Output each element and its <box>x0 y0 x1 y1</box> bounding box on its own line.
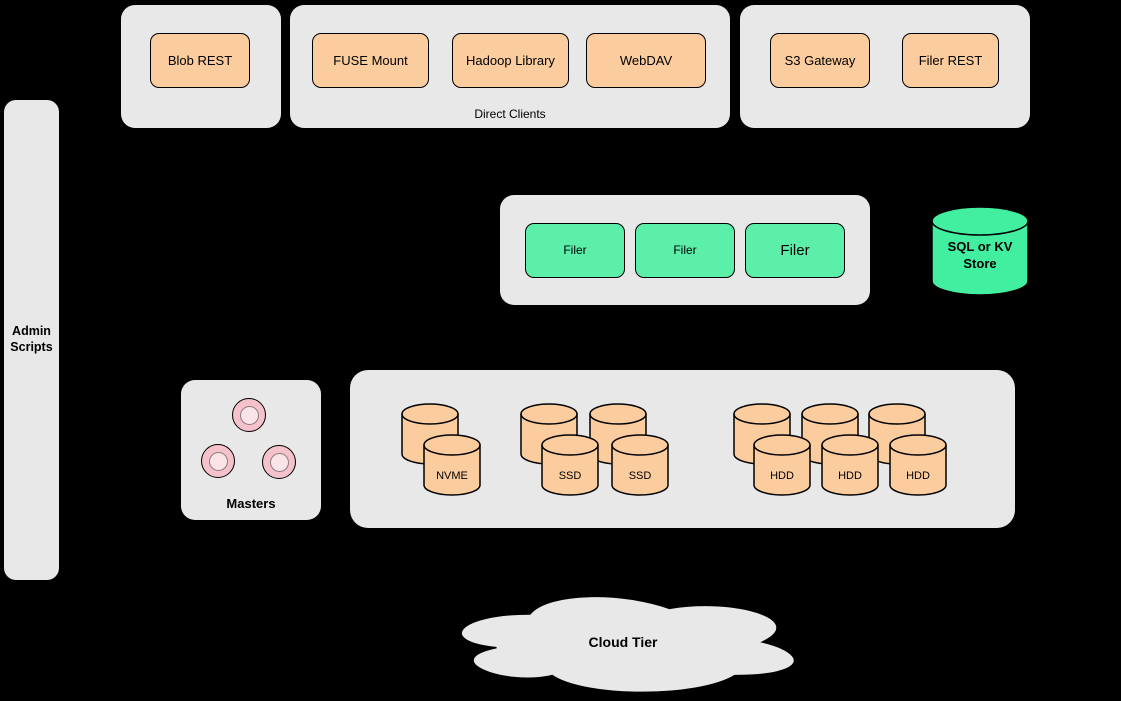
node-filer-1: Filer <box>525 223 625 278</box>
masters-group: Masters <box>181 380 321 520</box>
node-blob-rest: Blob REST <box>150 33 250 88</box>
direct-clients-caption: Direct Clients <box>474 107 546 121</box>
filer-group: Filer Filer Filer <box>500 195 870 305</box>
client-group-blob: Blob REST <box>121 5 281 128</box>
cloud-icon <box>460 595 796 694</box>
admin-scripts-bar: Admin Scripts <box>4 100 59 580</box>
hdd-label-1: HDD <box>770 470 794 482</box>
node-filer-rest: Filer REST <box>902 33 999 88</box>
hdd-cylinder-front-3: HDD <box>889 434 947 496</box>
nvme-label: NVME <box>436 470 468 482</box>
admin-scripts-label: Admin Scripts <box>10 324 53 354</box>
storage-group: NVME SSD SSD HDD <box>350 370 1015 528</box>
hdd-cylinder-front-2: HDD <box>821 434 879 496</box>
ssd-label-2: SSD <box>628 470 652 482</box>
cloud-tier-shape: Cloud Tier <box>437 586 809 698</box>
master-node-circle-2 <box>201 444 235 478</box>
cylinder-shape <box>931 206 1029 296</box>
node-filer-3: Filer <box>745 223 845 278</box>
hdd-label-2: HDD <box>838 470 862 482</box>
master-node-circle-3 <box>262 445 296 479</box>
master-node-circle-1 <box>232 398 266 432</box>
node-filer-2: Filer <box>635 223 735 278</box>
ssd-label-1: SSD <box>558 470 582 482</box>
cloud-tier-label: Cloud Tier <box>588 634 658 650</box>
client-group-gateways: S3 Gateway Filer REST <box>740 5 1030 128</box>
node-webdav: WebDAV <box>586 33 706 88</box>
node-hadoop-library: Hadoop Library <box>452 33 569 88</box>
ssd-cylinder-front-1: SSD <box>541 434 599 496</box>
node-s3-gateway: S3 Gateway <box>770 33 870 88</box>
hdd-label-3: HDD <box>906 470 930 482</box>
ssd-cylinder-front-2: SSD <box>611 434 669 496</box>
node-fuse-mount: FUSE Mount <box>312 33 429 88</box>
client-group-direct-clients: FUSE Mount Hadoop Library WebDAV Direct … <box>290 5 730 128</box>
sql-kv-store-cylinder: SQL or KV Store <box>930 205 1030 297</box>
sql-kv-store-label: SQL or KV Store <box>947 239 1013 271</box>
masters-label: Masters <box>226 496 276 511</box>
hdd-cylinder-front-1: HDD <box>753 434 811 496</box>
nvme-cylinder-front: NVME <box>423 434 481 496</box>
